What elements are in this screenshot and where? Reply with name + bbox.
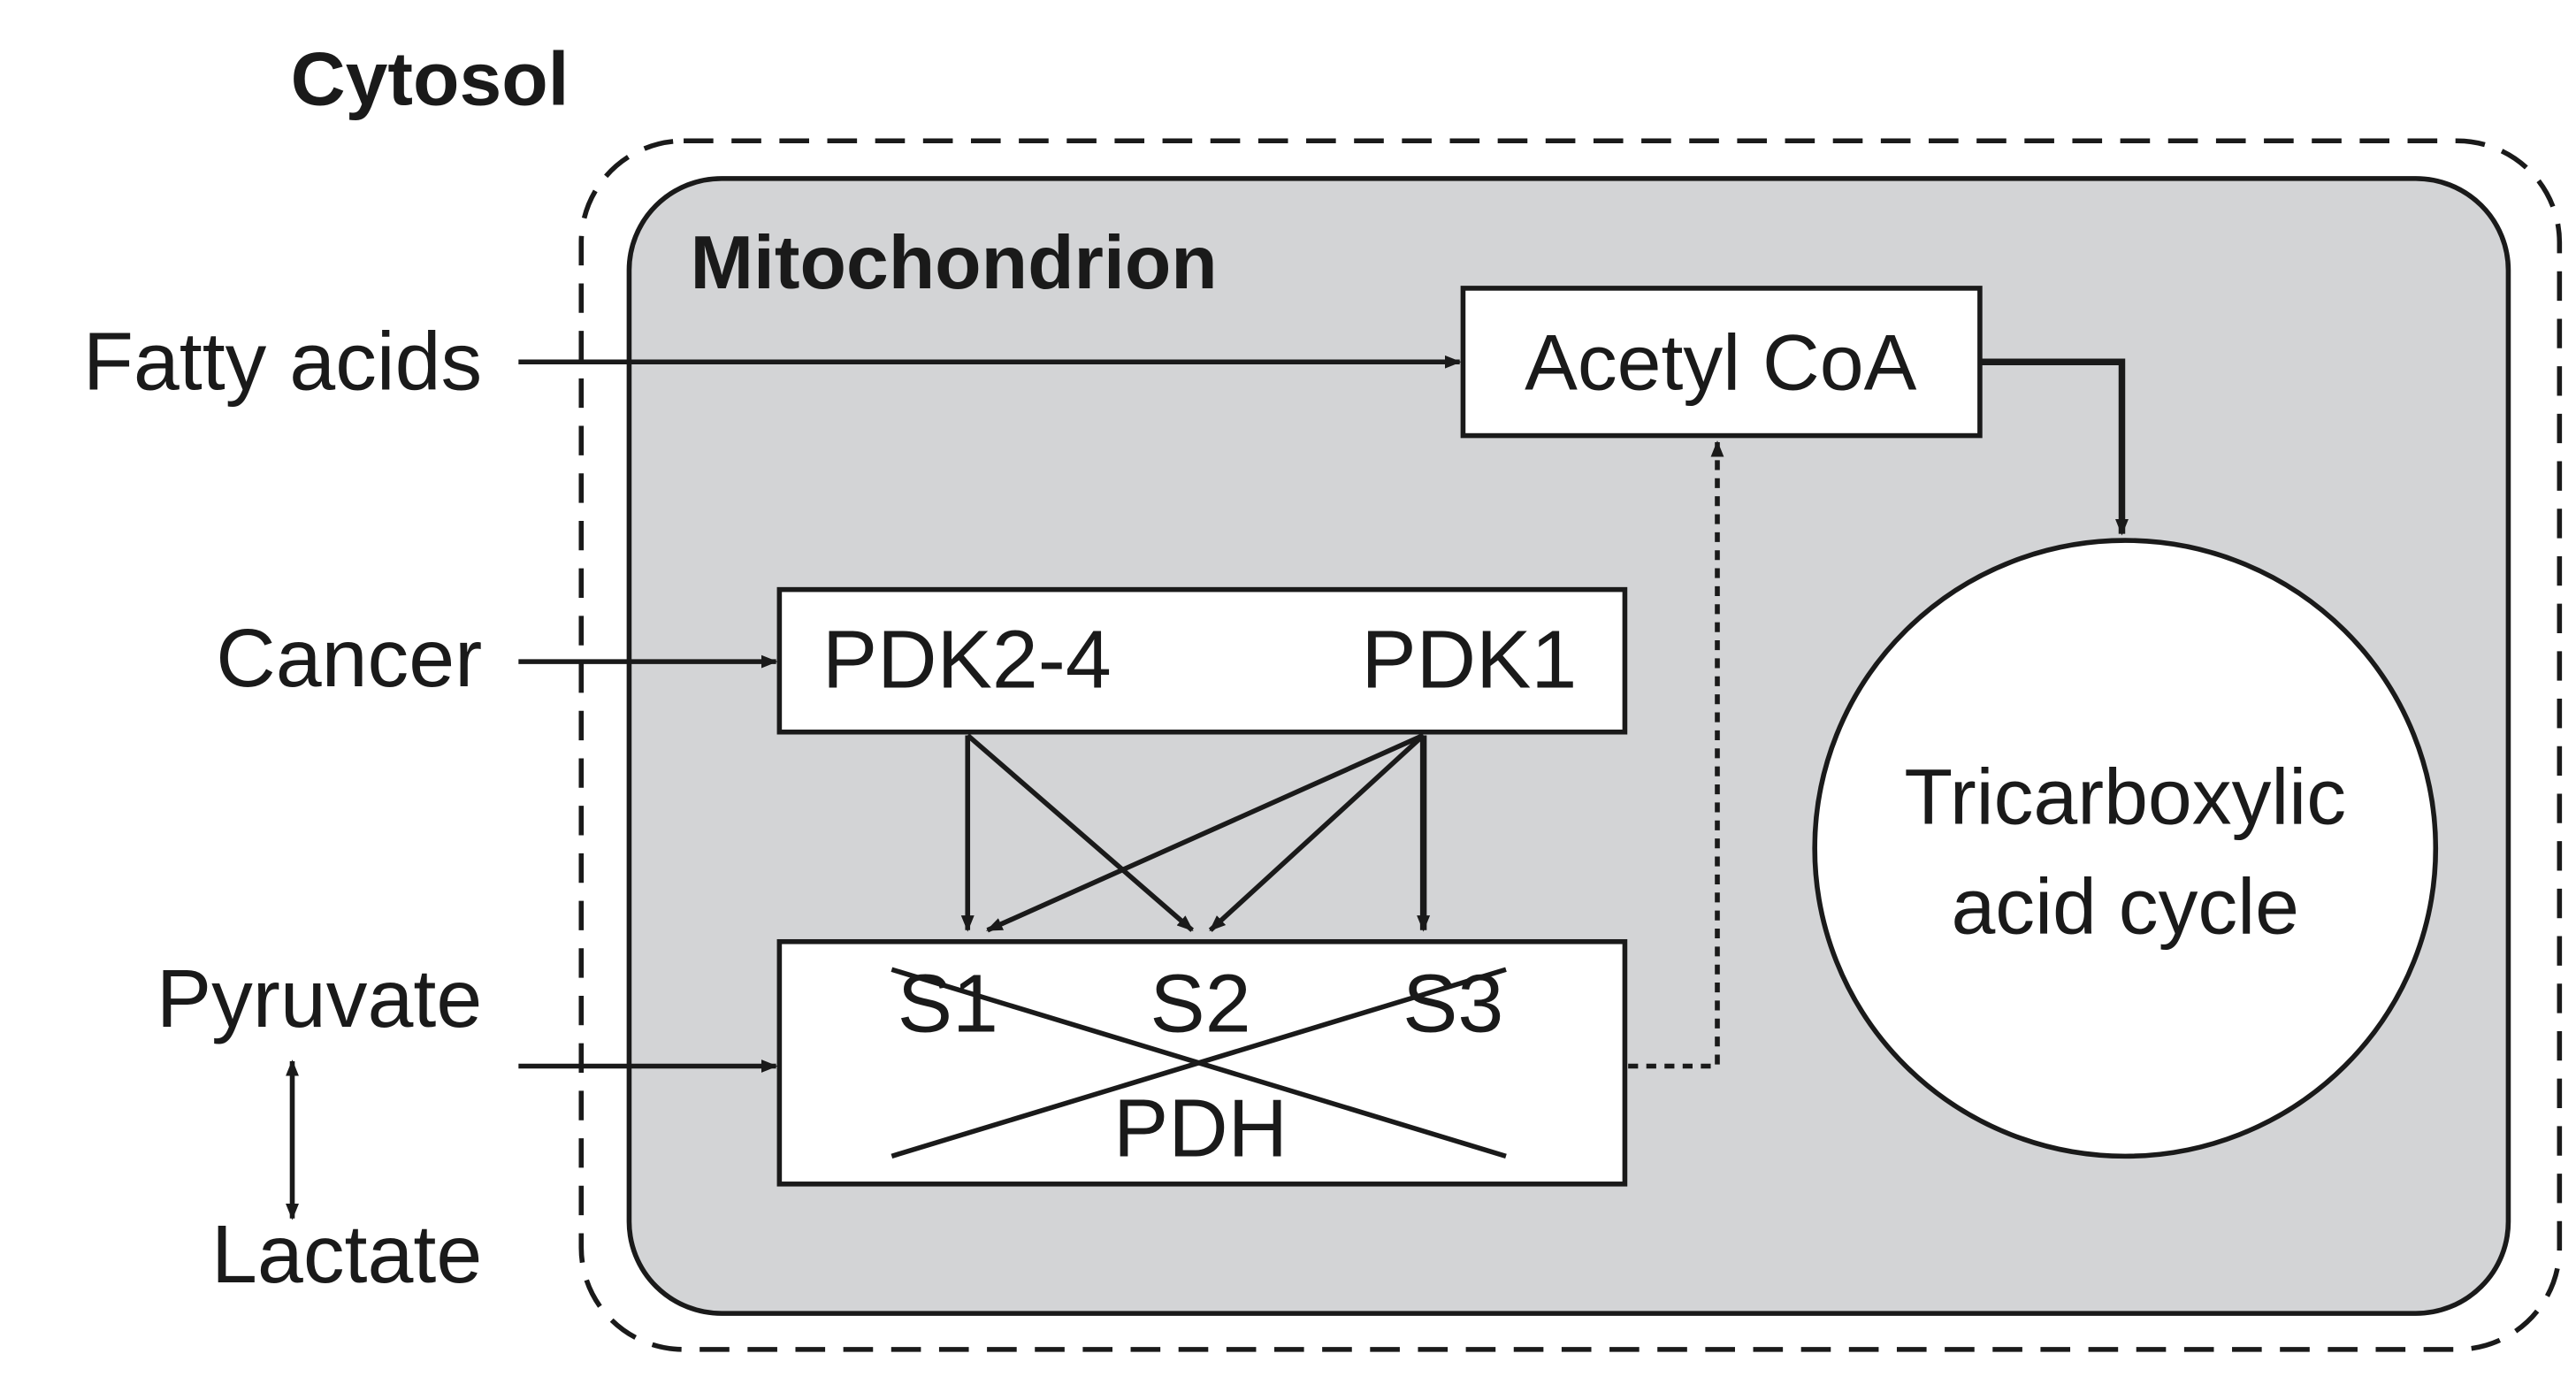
arrow-pdk1-to-s2 [1208,733,1426,932]
s1-label: S1 [898,958,998,1050]
fatty-acids-label: Fatty acids [83,316,482,408]
s2-label: S2 [1150,958,1250,1050]
tca-label-line1: Tricarboxylic [1904,753,2346,841]
tca-cycle-circle [1812,538,2439,1159]
arrow-pdh-to-acetyl-coa-dotted [1628,440,1724,1069]
pyruvate-label: Pyruvate [157,952,482,1044]
pdh-cross-line-2 [891,967,1507,1159]
mitochondrion-label: Mitochondrion [691,221,1218,305]
pdk2-4-label: PDK2-4 [822,614,1112,706]
pdk-box [776,586,1628,735]
outer-membrane-dashed [578,138,2563,1352]
arrow-acetyl-coa-to-tca [1979,358,2129,536]
pdh-label: PDH [1113,1082,1288,1174]
cytosol-label: Cytosol [291,38,569,122]
tca-label-line2: acid cycle [1951,862,2299,951]
cancer-label: Cancer [216,612,482,704]
s3-label: S3 [1403,958,1503,1050]
arrow-pdk1-to-s1 [985,732,1425,933]
lactate-label: Lactate [211,1208,482,1300]
pdk1-label: PDK1 [1361,614,1577,706]
acetyl-coa-label: Acetyl CoA [1525,318,1917,407]
arrow-pdk2-4-to-s2 [966,733,1195,932]
acetyl-coa-box [1460,286,1983,439]
